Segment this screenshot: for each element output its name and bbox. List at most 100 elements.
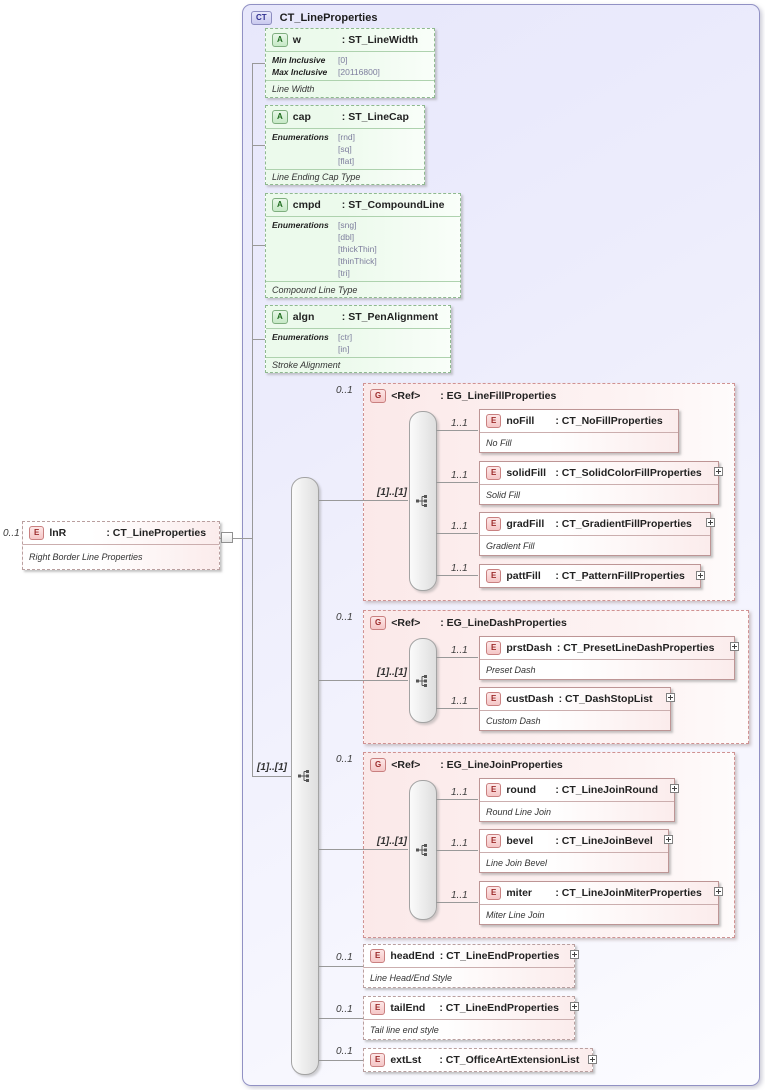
element-description: Preset Dash (480, 659, 734, 679)
choice-indicator[interactable] (409, 411, 437, 591)
element-badge: E (486, 886, 502, 900)
expand-icon[interactable] (664, 835, 673, 844)
attribute-description: Compound Line Type (266, 281, 460, 297)
facet-value: [flat] (338, 156, 355, 166)
element-badge: E (486, 569, 502, 583)
element-solidfill[interactable]: E solidFill : CT_SolidColorFillPropertie… (479, 461, 719, 505)
facet-label: Enumerations (272, 332, 329, 342)
cardinality-label: 0..1 (3, 528, 20, 539)
expand-icon[interactable] (714, 467, 723, 476)
group-badge: G (370, 389, 387, 403)
element-name: round (506, 784, 537, 796)
cardinality-label: [1]..[1] (377, 836, 407, 847)
attribute-type: : ST_LineCap (341, 111, 409, 123)
element-name: noFill (506, 415, 535, 427)
element-type: : CT_PresetLineDashProperties (556, 642, 715, 654)
facet-value: [0] (338, 55, 348, 65)
attribute-cap[interactable]: A cap : ST_LineCap Enumerations [rnd] [s… (265, 105, 425, 185)
element-custdash[interactable]: E custDash : CT_DashStopList Custom Dash (479, 687, 671, 731)
element-name: pattFill (506, 570, 541, 582)
element-header: E custDash : CT_DashStopList (480, 688, 670, 710)
element-gradfill[interactable]: E gradFill : CT_GradientFillProperties G… (479, 512, 711, 556)
element-badge: E (486, 783, 502, 797)
element-type: : CT_LineJoinRound (555, 784, 659, 796)
element-description: Custom Dash (480, 710, 670, 730)
cardinality-label: 1..1 (451, 890, 468, 901)
attribute-cmpd[interactable]: A cmpd : ST_CompoundLine Enumerations [s… (265, 193, 461, 298)
element-bevel[interactable]: E bevel : CT_LineJoinBevel Line Join Bev… (479, 829, 669, 873)
expand-icon[interactable] (588, 1055, 597, 1064)
cardinality-label: 0..1 (336, 754, 353, 765)
facet-value: [tri] (338, 268, 350, 278)
expand-icon[interactable] (730, 642, 739, 651)
element-name: extLst (390, 1054, 422, 1066)
element-header: E bevel : CT_LineJoinBevel (480, 830, 668, 852)
facet-value: [in] (338, 344, 350, 354)
cardinality-label: 1..1 (451, 563, 468, 574)
group-header: G <Ref> : EG_LineDashProperties (364, 611, 748, 635)
element-headend[interactable]: E headEnd : CT_LineEndProperties Line He… (363, 944, 575, 988)
choice-icon (416, 674, 427, 687)
expand-icon[interactable] (666, 693, 675, 702)
element-miter[interactable]: E miter : CT_LineJoinMiterProperties Mit… (479, 881, 719, 925)
group-eg-linefillproperties[interactable]: G <Ref> : EG_LineFillProperties [1]..[1]… (363, 383, 735, 601)
attribute-description: Stroke Alignment (266, 357, 450, 372)
cardinality-label: 1..1 (451, 696, 468, 707)
element-description: Line Join Bevel (480, 852, 668, 872)
element-name: tailEnd (390, 1002, 426, 1014)
group-name: <Ref> (391, 390, 421, 402)
element-badge: E (29, 526, 45, 540)
attribute-type: : ST_CompoundLine (341, 199, 445, 211)
element-header: E lnR : CT_LineProperties (23, 522, 219, 544)
sequence-indicator[interactable] (291, 477, 319, 1075)
cardinality-label: 1..1 (451, 645, 468, 656)
facet-label: Enumerations (272, 132, 329, 142)
choice-indicator[interactable] (409, 780, 437, 920)
connection-point (221, 532, 233, 543)
element-lnr[interactable]: E lnR : CT_LineProperties Right Border L… (22, 521, 220, 570)
element-type: : CT_PatternFillProperties (555, 570, 685, 582)
root-type-header: CT CT_LineProperties (243, 5, 759, 31)
element-round[interactable]: E round : CT_LineJoinRound Round Line Jo… (479, 778, 675, 822)
attribute-algn[interactable]: A algn : ST_PenAlignment Enumerations [c… (265, 305, 451, 373)
expand-icon[interactable] (570, 1002, 579, 1011)
facet-value: [dbl] (338, 232, 355, 242)
choice-indicator[interactable] (409, 638, 437, 723)
group-badge: G (370, 758, 387, 772)
element-type: : CT_LineProperties (106, 527, 207, 539)
cardinality-label: [1]..[1] (377, 487, 407, 498)
group-eg-linedashproperties[interactable]: G <Ref> : EG_LineDashProperties [1]..[1]… (363, 610, 749, 744)
element-tailend[interactable]: E tailEnd : CT_LineEndProperties Tail li… (363, 996, 575, 1040)
cardinality-label: 0..1 (336, 385, 353, 396)
group-name: <Ref> (391, 617, 421, 629)
expand-icon[interactable] (706, 518, 715, 527)
element-description: Miter Line Join (480, 904, 718, 924)
attribute-type: : ST_LineWidth (341, 34, 419, 46)
element-nofill[interactable]: E noFill : CT_NoFillProperties No Fill (479, 409, 679, 453)
element-badge: E (370, 949, 386, 963)
cardinality-label: 0..1 (336, 952, 353, 963)
element-extlst[interactable]: E extLst : CT_OfficeArtExtensionList (363, 1048, 593, 1072)
group-eg-linejoinproperties[interactable]: G <Ref> : EG_LineJoinProperties [1]..[1]… (363, 752, 735, 938)
element-badge: E (486, 692, 502, 706)
element-pattfill[interactable]: E pattFill : CT_PatternFillProperties (479, 564, 701, 588)
expand-icon[interactable] (714, 887, 723, 896)
expand-icon[interactable] (570, 950, 579, 959)
element-header: E round : CT_LineJoinRound (480, 779, 674, 801)
element-type: : CT_GradientFillProperties (555, 518, 692, 530)
cardinality-label: 1..1 (451, 470, 468, 481)
facet-list: Enumerations [ctr] [in] (266, 328, 450, 357)
cardinality-label: 1..1 (451, 418, 468, 429)
expand-icon[interactable] (696, 571, 705, 580)
group-badge: G (370, 616, 387, 630)
expand-icon[interactable] (670, 784, 679, 793)
element-badge: E (370, 1053, 386, 1067)
element-prstdash[interactable]: E prstDash : CT_PresetLineDashProperties… (479, 636, 735, 680)
group-type: : EG_LineDashProperties (440, 617, 567, 629)
element-header: E pattFill : CT_PatternFillProperties (480, 565, 700, 587)
choice-icon (416, 844, 427, 856)
attribute-w[interactable]: A w : ST_LineWidth Min Inclusive [0] Max… (265, 28, 435, 98)
attribute-header: A cmpd : ST_CompoundLine (266, 194, 460, 216)
element-description: Line Head/End Style (364, 967, 574, 987)
